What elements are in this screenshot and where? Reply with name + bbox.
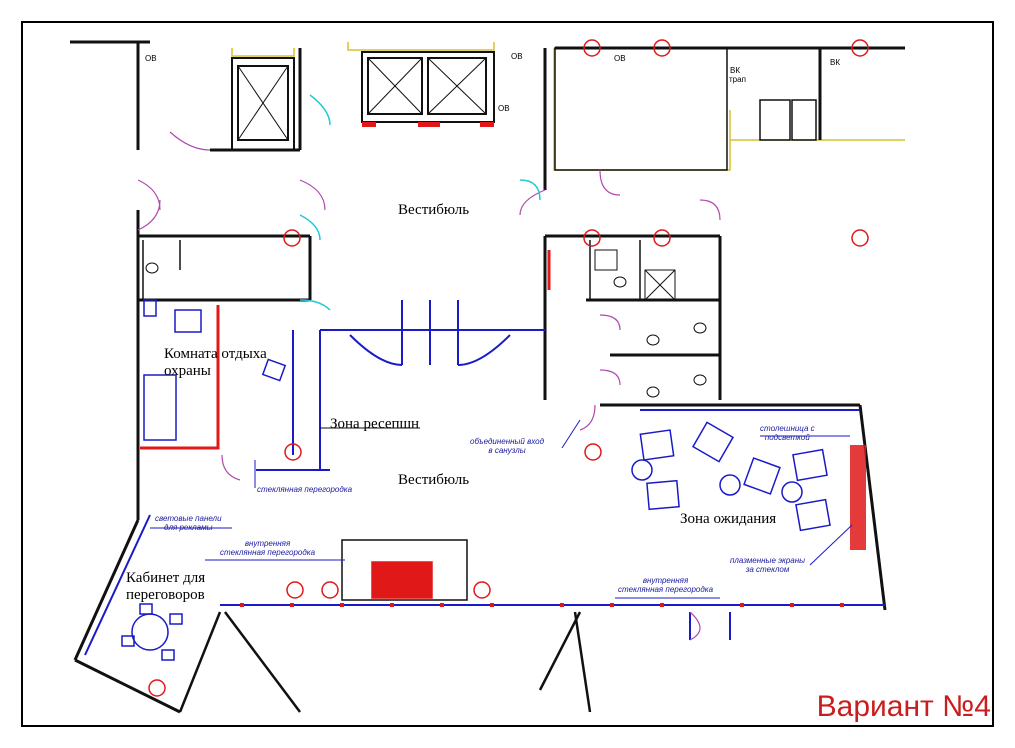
label-vestibule-top: Вестибюль <box>398 202 470 218</box>
note-glass-partition: стеклянная перегородка <box>257 485 353 494</box>
curved-lobby-walls <box>178 611 592 713</box>
red-wall-stubs <box>362 122 494 127</box>
note-inner-glass-right: внутренняя стеклянная перегородка <box>618 576 714 594</box>
elevator-block <box>231 51 495 151</box>
page-border <box>21 21 994 727</box>
glass-partitions <box>84 300 885 656</box>
tag-vk-2: ВК <box>830 58 840 67</box>
thin-walls <box>142 47 817 300</box>
label-reception: Зона ресепшн <box>330 416 420 432</box>
label-meeting: Кабинет для переговоров <box>126 570 206 603</box>
doors <box>137 131 721 641</box>
label-vestibule-bottom: Вестибюль <box>398 472 470 488</box>
guard-furniture <box>143 299 287 441</box>
plasma-screens <box>850 445 866 550</box>
note-countertop: столешница с подсветкой <box>760 424 815 442</box>
variant-title: Вариант №4 <box>816 690 991 723</box>
yellow-lines <box>231 42 905 171</box>
reception-counter <box>341 539 468 601</box>
note-plasma: плазменные экраны за стеклом <box>730 556 806 574</box>
red-glass-posts <box>240 603 844 607</box>
leader-lines <box>150 419 853 599</box>
tag-ov-2: ОВ <box>511 52 523 61</box>
note-combined-entrance: объединенный вход в санузлы <box>470 437 545 455</box>
note-inner-glass-left: внутренняя стеклянная перегородка <box>220 539 316 557</box>
tag-ov-4: ОВ <box>614 54 626 63</box>
tag-trap: трап <box>729 75 746 84</box>
restroom-fixtures <box>145 249 707 398</box>
walls <box>70 40 905 714</box>
label-guard-room: Комната отдыха охраны <box>164 346 267 379</box>
tag-vk-1: ВК <box>730 66 740 75</box>
waiting-furniture <box>631 421 831 532</box>
note-light-panels: световые панели для рекламы <box>155 514 222 532</box>
meeting-furniture <box>121 603 183 661</box>
label-waiting: Зона ожидания <box>680 511 777 527</box>
fixtures <box>148 39 869 697</box>
tag-ov-3: ОВ <box>498 104 510 113</box>
cyan-doors <box>299 94 541 311</box>
red-partitions <box>140 250 551 450</box>
tag-ov-1: ОВ <box>145 54 157 63</box>
